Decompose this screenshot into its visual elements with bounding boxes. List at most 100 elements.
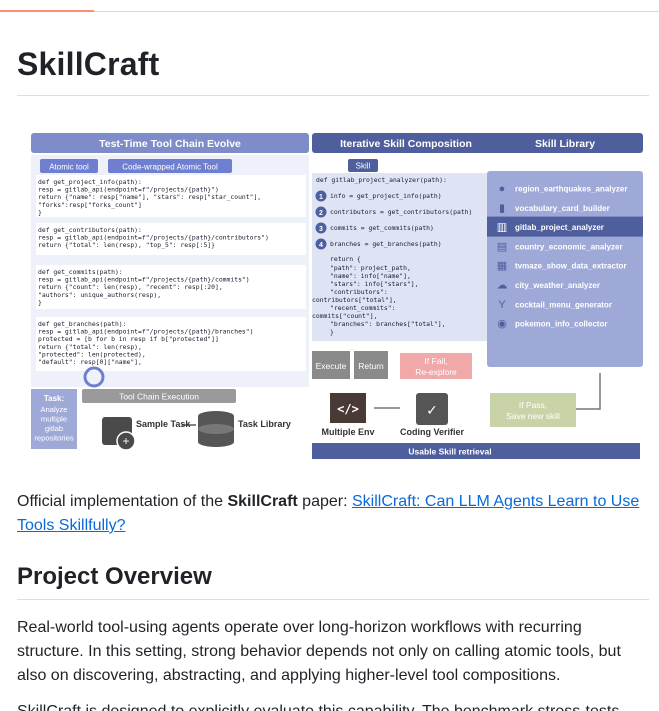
code-line: return {"total": len(resp), (38, 343, 142, 351)
skill-code-line: "contributors": (330, 288, 388, 296)
skill-item-label[interactable]: tvmaze_show_data_extractor (515, 262, 627, 271)
if-fail-line-1: If Fail, (424, 356, 447, 366)
overview-divider (17, 599, 649, 600)
code-card-4 (36, 317, 306, 371)
check-glyph: ✓ (426, 402, 438, 418)
step-number: 1 (319, 194, 323, 201)
skill-code-line: def gitlab_project_analyzer(path): (316, 176, 447, 184)
usable-skill-retrieval-label: Usable Skill retrieval (408, 447, 491, 457)
film-icon: ▦ (497, 260, 507, 272)
skill-code-line: "path": project_path, (330, 264, 411, 272)
code-line: resp = gitlab_api(endpoint=f"/projects/{… (38, 276, 250, 284)
verifier-icon (416, 393, 448, 425)
skill-code-line: commits["count"], (312, 312, 377, 320)
active-tab-indicator (0, 10, 94, 12)
middle-panel-header (312, 133, 500, 153)
selected-skill-highlight (487, 216, 643, 237)
if-pass-line-2: Save new skill (506, 411, 560, 421)
task-text-line: gitlab (45, 424, 63, 433)
skill-item-label[interactable]: gitlab_project_analyzer (515, 223, 604, 232)
plus-glyph: + (122, 434, 129, 448)
arrow-to-library (576, 373, 601, 410)
return-label: Return (358, 361, 384, 371)
intro-bold: SkillCraft (227, 493, 298, 510)
skill-item-label[interactable]: city_weather_analyzer (515, 281, 600, 290)
skill-code-line: "recent_commits": (330, 304, 395, 312)
skill-item-label[interactable]: vocabulary_card_builder (515, 204, 610, 213)
code-line: "forks":resp["forks_count"] (38, 201, 142, 209)
code-line: return {"total": len(resp), "top_5": res… (38, 241, 215, 249)
overview-figure: Test-Time Tool Chain Evolve Atomic tool … (31, 133, 643, 459)
code-card-3 (36, 265, 306, 309)
skill-list: ● region_earthquakes_analyzer ▮ vocabulary_… (487, 183, 643, 330)
skill-code-line: commits = get_commits(path) (330, 224, 434, 232)
skill-item-label[interactable]: country_economic_analyzer (515, 242, 623, 251)
if-pass-box (490, 393, 576, 427)
code-block-project-info: def get_project_info(path): resp = gitla… (38, 178, 261, 216)
code-line: } (38, 298, 42, 306)
skill-code-line: "stars": info["stars"], (330, 280, 419, 288)
code-line: return {"count": len(resp), "recent": re… (38, 283, 223, 291)
wrapped-tool-label: Code-wrapped Atomic Tool (122, 163, 218, 172)
code-line: resp = gitlab_api(endpoint=f"/projects/{… (38, 234, 269, 242)
sample-task-label: Sample Task (136, 419, 191, 429)
atomic-tool-tag (40, 159, 98, 173)
right-panel-title: Skill Library (535, 138, 595, 150)
skill-code-line: info = get_project_info(path) (330, 192, 442, 200)
intro-prefix: Official implementation of the (17, 493, 228, 510)
code-line: def get_project_info(path): (38, 178, 142, 186)
step-badge (315, 238, 327, 250)
step-badge (315, 222, 327, 234)
code-line: protected = [b for b in resp if b["prote… (38, 335, 219, 343)
loop-icon (83, 366, 105, 388)
intro-middle: paper: (297, 493, 352, 510)
tool-chain-execution-label: Tool Chain Execution (119, 392, 199, 402)
skill-item-label[interactable]: cocktail_menu_generator (515, 300, 612, 309)
if-pass-line-1: If Pass, (519, 400, 547, 410)
top-tab-bar (0, 0, 659, 12)
overview-paragraph: Real-world tool-using agents operate ove… (17, 619, 621, 684)
code-line: resp = gitlab_api(endpoint=f"/projects/{… (38, 186, 219, 194)
code-line: def get_contributors(path): (38, 226, 142, 234)
code-block-branches: def get_branches(path): resp = gitlab_ap… (38, 320, 253, 366)
overview-paragraph-2: SkillCraft is designed to explicitly eva… (17, 700, 649, 711)
code-line: def get_commits(path): (38, 268, 123, 276)
left-panel-header (31, 133, 309, 153)
if-fail-box (400, 353, 472, 379)
step-badge (315, 190, 327, 202)
skill-item-label[interactable]: pokemon_info_collector (515, 320, 607, 329)
book-icon: ▮ (499, 202, 505, 214)
usable-skill-retrieval-bar (312, 443, 640, 459)
middle-panel-title: Iterative Skill Composition (340, 138, 472, 150)
skill-code-line: "name": info["name"], (330, 272, 411, 280)
code-glyph: </> (337, 402, 359, 416)
task-text-line: Analyze (40, 405, 67, 414)
execute-button (312, 351, 350, 379)
paper-link[interactable]: SkillCraft: Can LLM Agents Learn to Use … (17, 493, 640, 534)
right-panel-header (487, 133, 643, 153)
globe-icon: ● (499, 183, 506, 195)
atomic-tool-label: Atomic tool (49, 163, 89, 172)
skill-code-card (312, 173, 496, 341)
database-icon (198, 411, 234, 447)
task-title: Task: (44, 394, 64, 403)
intro-paragraph: Official implementation of the SkillCraf… (17, 490, 647, 538)
skill-item-label[interactable]: region_earthquakes_analyzer (515, 185, 628, 194)
task-text-line: repositories (34, 434, 73, 443)
step-badge (315, 206, 327, 218)
code-line: resp = gitlab_api(endpoint=f"/projects/{… (38, 328, 253, 336)
step-number: 4 (319, 242, 323, 249)
step-number: 3 (319, 226, 323, 233)
code-line: return {"name": resp["name"], "stars": r… (38, 193, 261, 201)
skill-code-line: return { (330, 255, 361, 263)
skill-tag (348, 159, 378, 172)
chart-icon: ▥ (497, 222, 507, 234)
tool-chain-execution-bar (82, 389, 236, 403)
execute-label: Execute (316, 361, 347, 371)
skill-code-line: "branches": branches["total"], (330, 320, 445, 328)
add-icon (116, 431, 136, 451)
cocktail-icon: Y (498, 299, 506, 311)
skill-code: def gitlab_project_analyzer(path):info =… (312, 176, 472, 336)
multiple-env-label: Multiple Env (321, 427, 374, 437)
